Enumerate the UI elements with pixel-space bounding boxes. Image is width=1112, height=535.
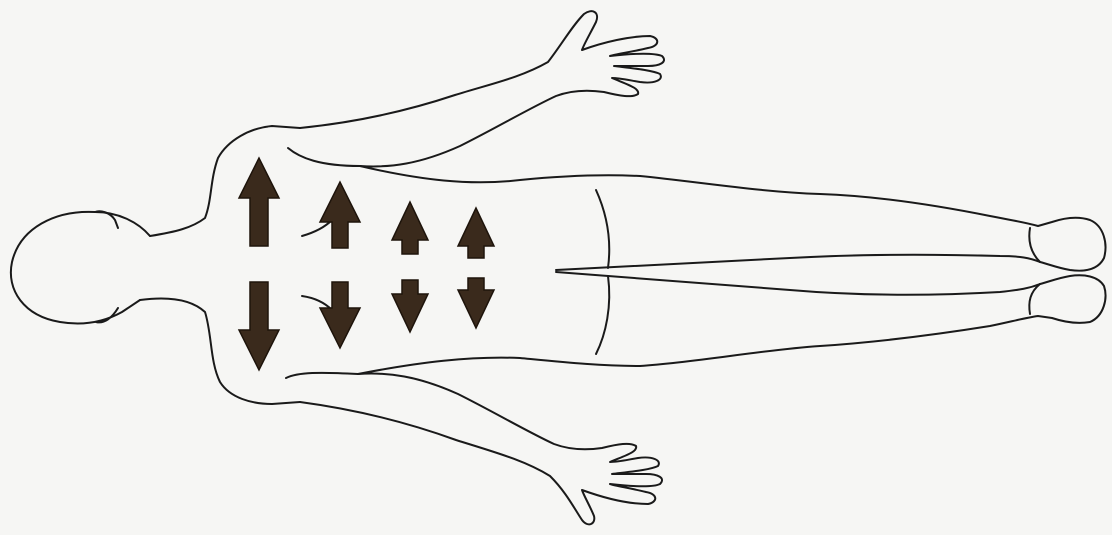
arrow-down-4 bbox=[458, 278, 494, 328]
lower-torso-outline bbox=[140, 299, 300, 405]
arrow-down-1 bbox=[239, 282, 279, 370]
upper-armpit-line bbox=[288, 148, 360, 166]
lower-foot-detail bbox=[1029, 284, 1040, 314]
arrow-up-1 bbox=[239, 158, 279, 246]
head-outline bbox=[11, 212, 150, 324]
upper-arm-outline bbox=[300, 11, 664, 166]
torso-upper-side bbox=[360, 166, 640, 182]
upper-foot-detail bbox=[1029, 228, 1040, 262]
upper-torso-outline bbox=[150, 126, 300, 236]
arrow-down-3 bbox=[392, 280, 428, 332]
upper-leg-inner bbox=[556, 255, 1040, 270]
hip-crease-lower bbox=[596, 276, 609, 354]
hip-crease-upper bbox=[596, 190, 609, 268]
arrow-up-3 bbox=[392, 202, 428, 254]
arrow-up-2 bbox=[320, 182, 360, 248]
lower-armpit-line bbox=[286, 373, 358, 378]
arrow-up-4 bbox=[458, 208, 494, 258]
lower-leg-inner bbox=[556, 272, 1040, 295]
face-profile bbox=[95, 211, 118, 322]
lower-arm-outline bbox=[300, 374, 662, 525]
arrow-down-2 bbox=[320, 282, 360, 348]
torso-lower-side bbox=[358, 358, 640, 374]
